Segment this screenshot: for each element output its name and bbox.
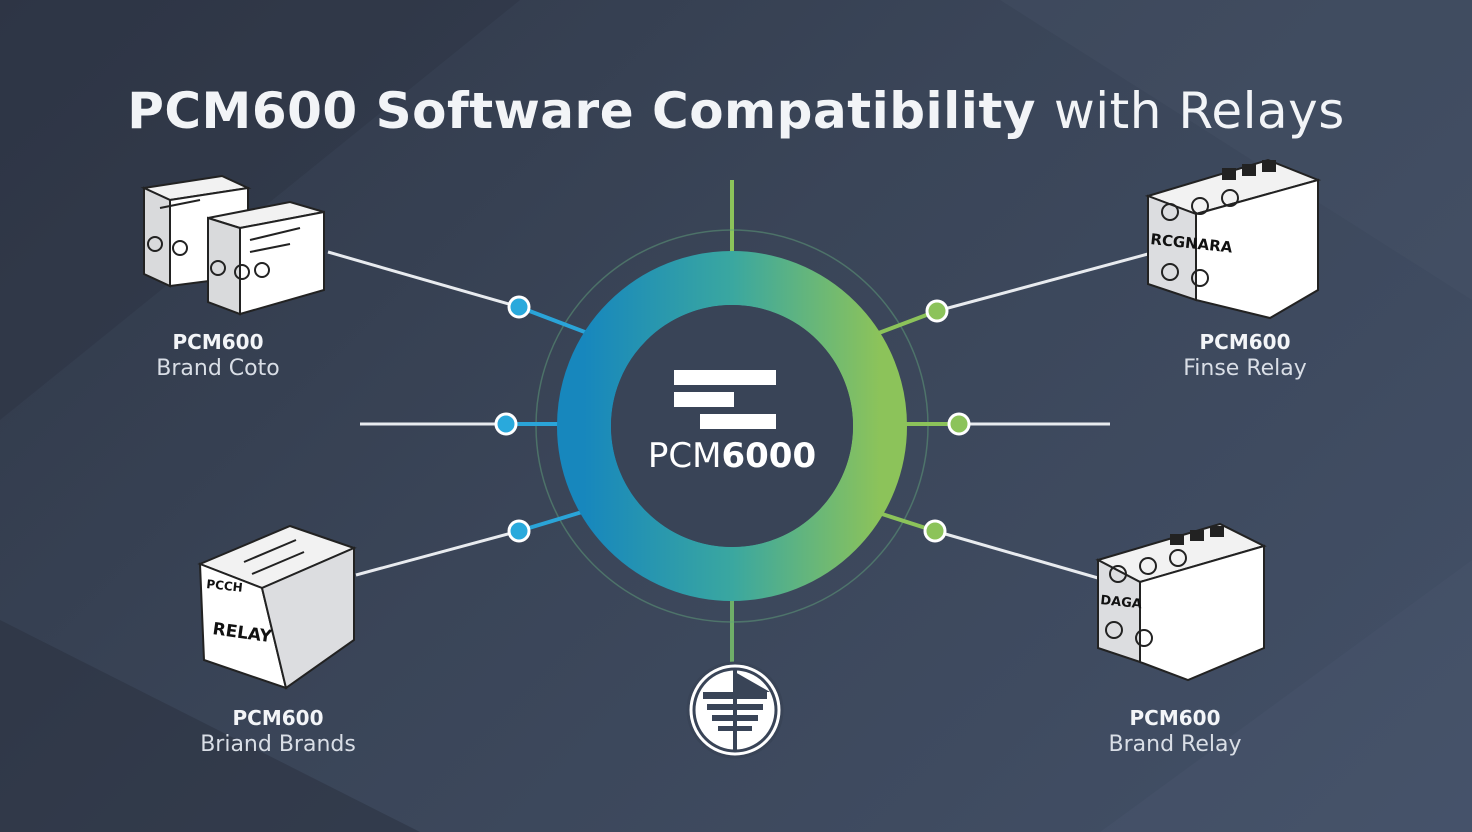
relay-device-bottom-right: DAGA	[1095, 522, 1267, 682]
connector-bottom-left	[355, 510, 583, 577]
relay-desc: Briand Brands	[200, 732, 356, 757]
connector-middle-right	[904, 412, 1110, 436]
page-title: PCM600 Software Compatibility with Relay…	[0, 82, 1472, 140]
relay-device-bottom-left: PCCH RELAY	[197, 524, 357, 690]
title-suffix: with Relays	[1053, 82, 1345, 140]
relay-model: PCM600	[1199, 330, 1291, 354]
relay-label-top-right: PCM600 Finse Relay	[1160, 330, 1330, 381]
relay-desc: Brand Coto	[156, 356, 280, 381]
device-text-bottom-right: DAGA	[1100, 593, 1143, 612]
hub-ring	[557, 251, 907, 601]
relay-model: PCM600	[172, 330, 264, 354]
connector-bottom-right	[881, 512, 1099, 580]
relay-desc: Brand Relay	[1108, 732, 1242, 757]
gauge-badge-icon	[686, 661, 784, 759]
device-text-bottom-left: PCCH	[206, 577, 244, 595]
connector-top-right	[875, 252, 1149, 336]
title-main: PCM600 Software Compatibility	[127, 82, 1036, 140]
relay-device-top-right: RCGNARA	[1144, 158, 1322, 320]
relay-model: PCM600	[232, 706, 324, 730]
relay-desc: Finse Relay	[1183, 356, 1307, 381]
relay-label-bottom-left: PCM600 Briand Brands	[188, 706, 368, 757]
pcm-logo-icon	[674, 370, 776, 429]
hub-label-b: 6000	[721, 436, 817, 476]
relay-model: PCM600	[1129, 706, 1221, 730]
connector-middle-left	[360, 412, 560, 436]
relay-label-top-left: PCM600 Brand Coto	[138, 330, 298, 381]
hub-label-a: PCM	[647, 436, 722, 476]
relay-label-bottom-right: PCM600 Brand Relay	[1090, 706, 1260, 757]
relay-device-top-left	[140, 174, 325, 316]
hub-label: PCM6000	[612, 436, 852, 476]
connector-top-left	[327, 250, 591, 336]
